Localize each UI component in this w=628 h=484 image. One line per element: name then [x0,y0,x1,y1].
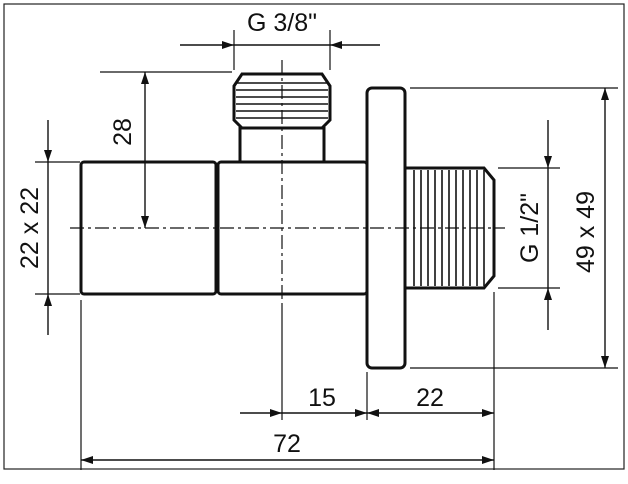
label-top-thread: G 3/8" [247,9,317,37]
label-offset-15: 15 [308,384,336,412]
drawing-frame [3,3,625,470]
label-body-square: 22 x 22 [16,187,44,269]
label-overall-72: 72 [273,430,301,458]
label-rosette-square: 49 x 49 [572,191,600,273]
label-outlet-22: 22 [416,384,444,412]
label-height-28: 28 [109,118,137,146]
dimension-lines [44,41,609,464]
valve-body [79,72,496,370]
center-lines [70,60,505,305]
label-outlet-thread: G 1/2" [516,193,544,263]
